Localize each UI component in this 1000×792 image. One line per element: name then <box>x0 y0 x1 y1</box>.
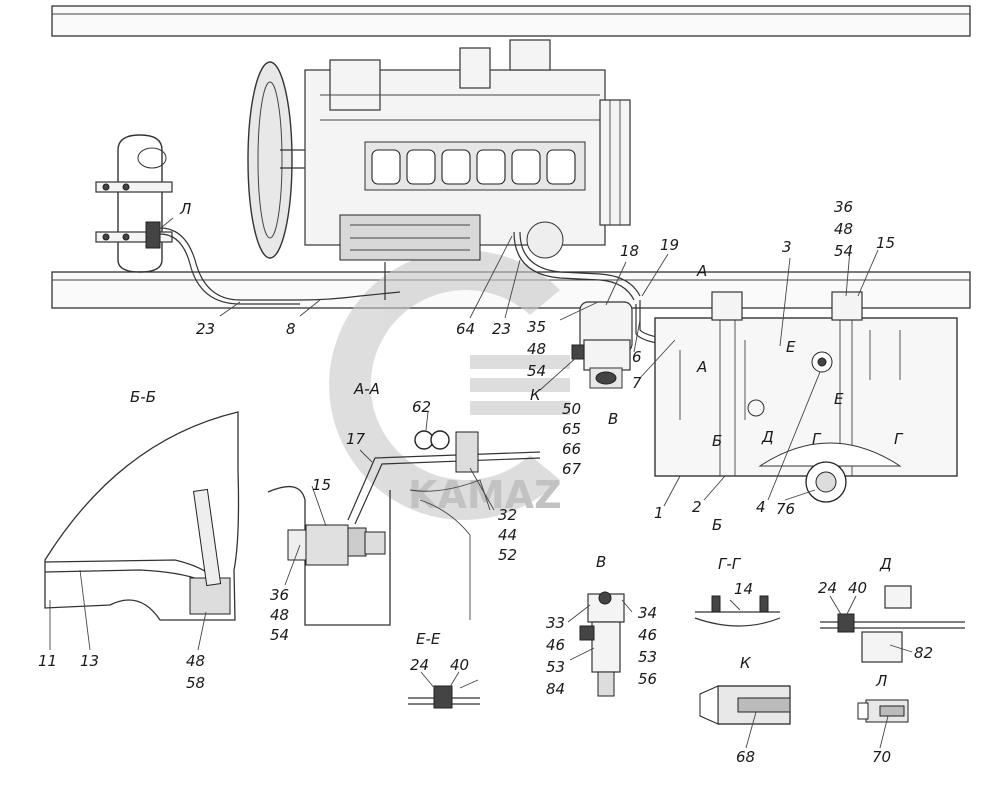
callout-label: Г <box>894 430 904 448</box>
section-title-k: К <box>740 654 752 672</box>
section-v-drawing <box>579 591 625 697</box>
callout-label: 76 <box>776 500 795 518</box>
callout-label: 35 <box>527 318 546 336</box>
callout-label: Л <box>179 200 191 218</box>
callout-label: 33 <box>546 614 565 632</box>
callout-label: 18 <box>620 242 639 260</box>
section-d-drawing <box>820 585 965 663</box>
callout-label: 53 <box>546 658 565 676</box>
section-title-gg: Г-Г <box>718 555 742 573</box>
callout-label: 14 <box>734 580 753 598</box>
callout-label: 15 <box>876 234 895 252</box>
callout-label: В <box>608 410 618 428</box>
callout-label: Д <box>761 428 774 446</box>
callout-label: 6 <box>632 348 642 366</box>
callout-label: Б <box>712 516 722 534</box>
left-mount-bracket <box>95 134 173 273</box>
callout-label: 46 <box>546 636 565 654</box>
callout-label: 54 <box>527 362 546 380</box>
callout-label: 53 <box>638 648 657 666</box>
callout-label: 48 <box>527 340 546 358</box>
callout-label: 67 <box>562 460 582 478</box>
fuel-filter <box>571 301 633 389</box>
callout-label: 4 <box>756 498 766 516</box>
callout-label: Б <box>712 432 722 450</box>
section-title-ee: Е-Е <box>416 630 441 648</box>
callout-label: Г <box>812 430 822 448</box>
callout-label: 40 <box>848 579 867 597</box>
callout-label: 70 <box>872 748 891 766</box>
callout-label: 44 <box>498 526 517 544</box>
callout-labels: Л 23 8 64 23 35 48 54 18 19 6 7 К 50 65 … <box>38 198 933 766</box>
callout-label: 40 <box>450 656 469 674</box>
callout-label: А <box>696 358 707 376</box>
top-frame-rail <box>51 5 971 37</box>
callout-label: 68 <box>736 748 755 766</box>
callout-label: Е <box>834 390 844 408</box>
callout-label: Е <box>786 338 796 356</box>
section-aa-drawing <box>267 430 541 626</box>
callout-label: 48 <box>834 220 853 238</box>
callout-label: 2 <box>692 498 702 516</box>
section-title-aa: А-А <box>353 380 380 398</box>
callout-label: 66 <box>562 440 581 458</box>
callout-label: 17 <box>346 430 366 448</box>
callout-label: 36 <box>270 586 289 604</box>
section-title-l: Л <box>875 672 887 690</box>
callout-label: 48 <box>270 606 289 624</box>
callout-label: 54 <box>270 626 289 644</box>
callout-label: 58 <box>186 674 205 692</box>
callout-label: 52 <box>498 546 517 564</box>
section-bb-drawing <box>44 411 240 621</box>
section-ee-drawing <box>408 679 480 709</box>
callout-label: 50 <box>562 400 581 418</box>
section-l-drawing <box>857 699 909 723</box>
callout-label: 84 <box>546 680 565 698</box>
leader-lines <box>49 217 913 749</box>
callout-label: 15 <box>312 476 331 494</box>
section-k-drawing <box>699 685 791 725</box>
callout-label: 34 <box>638 604 657 622</box>
callout-label: 3 <box>782 238 792 256</box>
callout-label: 24 <box>818 579 837 597</box>
section-title-v: В <box>596 553 606 571</box>
callout-label: 8 <box>286 320 296 338</box>
callout-label: 19 <box>660 236 679 254</box>
callout-label: 46 <box>638 626 657 644</box>
callout-label: 82 <box>914 644 933 662</box>
section-titles: Б-Б А-А В Г-Г Д Е-Е К Л <box>130 380 892 690</box>
callout-label: 64 <box>456 320 475 338</box>
callout-label: 56 <box>638 670 657 688</box>
callout-label: 24 <box>410 656 429 674</box>
section-title-d: Д <box>879 555 892 573</box>
callout-label: 1 <box>654 504 664 522</box>
section-gg-drawing <box>694 595 781 627</box>
callout-label: 65 <box>562 420 581 438</box>
callout-label: 48 <box>186 652 205 670</box>
engine <box>247 39 631 300</box>
callout-label: 23 <box>196 320 215 338</box>
callout-label: 7 <box>632 374 642 392</box>
callout-label: А <box>696 262 707 280</box>
callout-label: 54 <box>834 242 853 260</box>
callout-label: К <box>530 386 542 404</box>
callout-label: 32 <box>498 506 517 524</box>
callout-label: 23 <box>492 320 511 338</box>
callout-label: 11 <box>38 652 57 670</box>
fuel-tank <box>654 291 958 503</box>
section-title-bb: Б-Б <box>130 388 156 406</box>
callout-label: 13 <box>80 652 99 670</box>
callout-label: 36 <box>834 198 853 216</box>
callout-label: 62 <box>412 398 431 416</box>
